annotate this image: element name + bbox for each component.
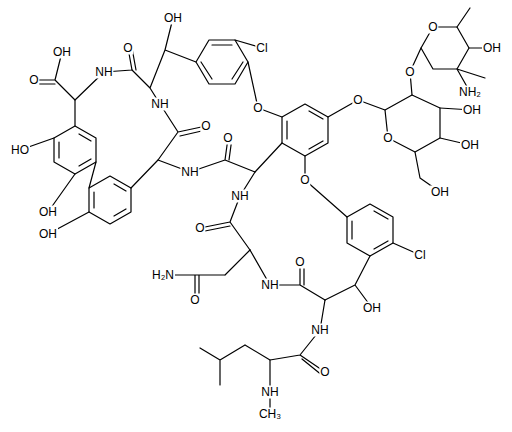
atom-label: O [382, 132, 393, 145]
atom-label: NH [94, 66, 113, 79]
atom-label: O [319, 366, 330, 379]
atom-label: NH₂ [458, 86, 482, 99]
atom-label: O [352, 94, 363, 107]
atom-label: OH [163, 12, 183, 25]
atom-label: OH [460, 139, 480, 152]
atom-label: O [294, 256, 305, 269]
atom-label: OH [52, 46, 72, 59]
atom-label: NH [150, 98, 169, 111]
atom-label: Cl [413, 249, 426, 262]
atom-label: NH [260, 279, 279, 292]
atom-label: NH [180, 166, 199, 179]
atom-label: Cl [255, 42, 268, 55]
atom-label: OH [38, 206, 58, 219]
atom-label: CH₃ [258, 408, 282, 421]
atom-label: O [194, 222, 205, 235]
atom-label: O [200, 120, 211, 133]
atom-label: O [189, 294, 200, 307]
atom-label: O [252, 102, 263, 115]
atom-label: NH [310, 324, 329, 337]
atom-label: O [122, 42, 133, 55]
atom-label: OH [462, 104, 482, 117]
atom-label: OH [362, 302, 382, 315]
atom-label: OH [482, 42, 502, 55]
atom-label: O [404, 66, 415, 79]
atom-label: OH [430, 186, 450, 199]
atom-label: NH [260, 386, 279, 399]
atom-label: O [222, 132, 233, 145]
atom-label: OH [38, 228, 58, 241]
atom-label: NH [230, 190, 249, 203]
atom-label: HO [10, 144, 30, 157]
atom-label: O [28, 74, 39, 87]
atom-label: H₂N [151, 269, 175, 282]
atom-label: O [427, 21, 438, 34]
atom-label: O [299, 174, 310, 187]
